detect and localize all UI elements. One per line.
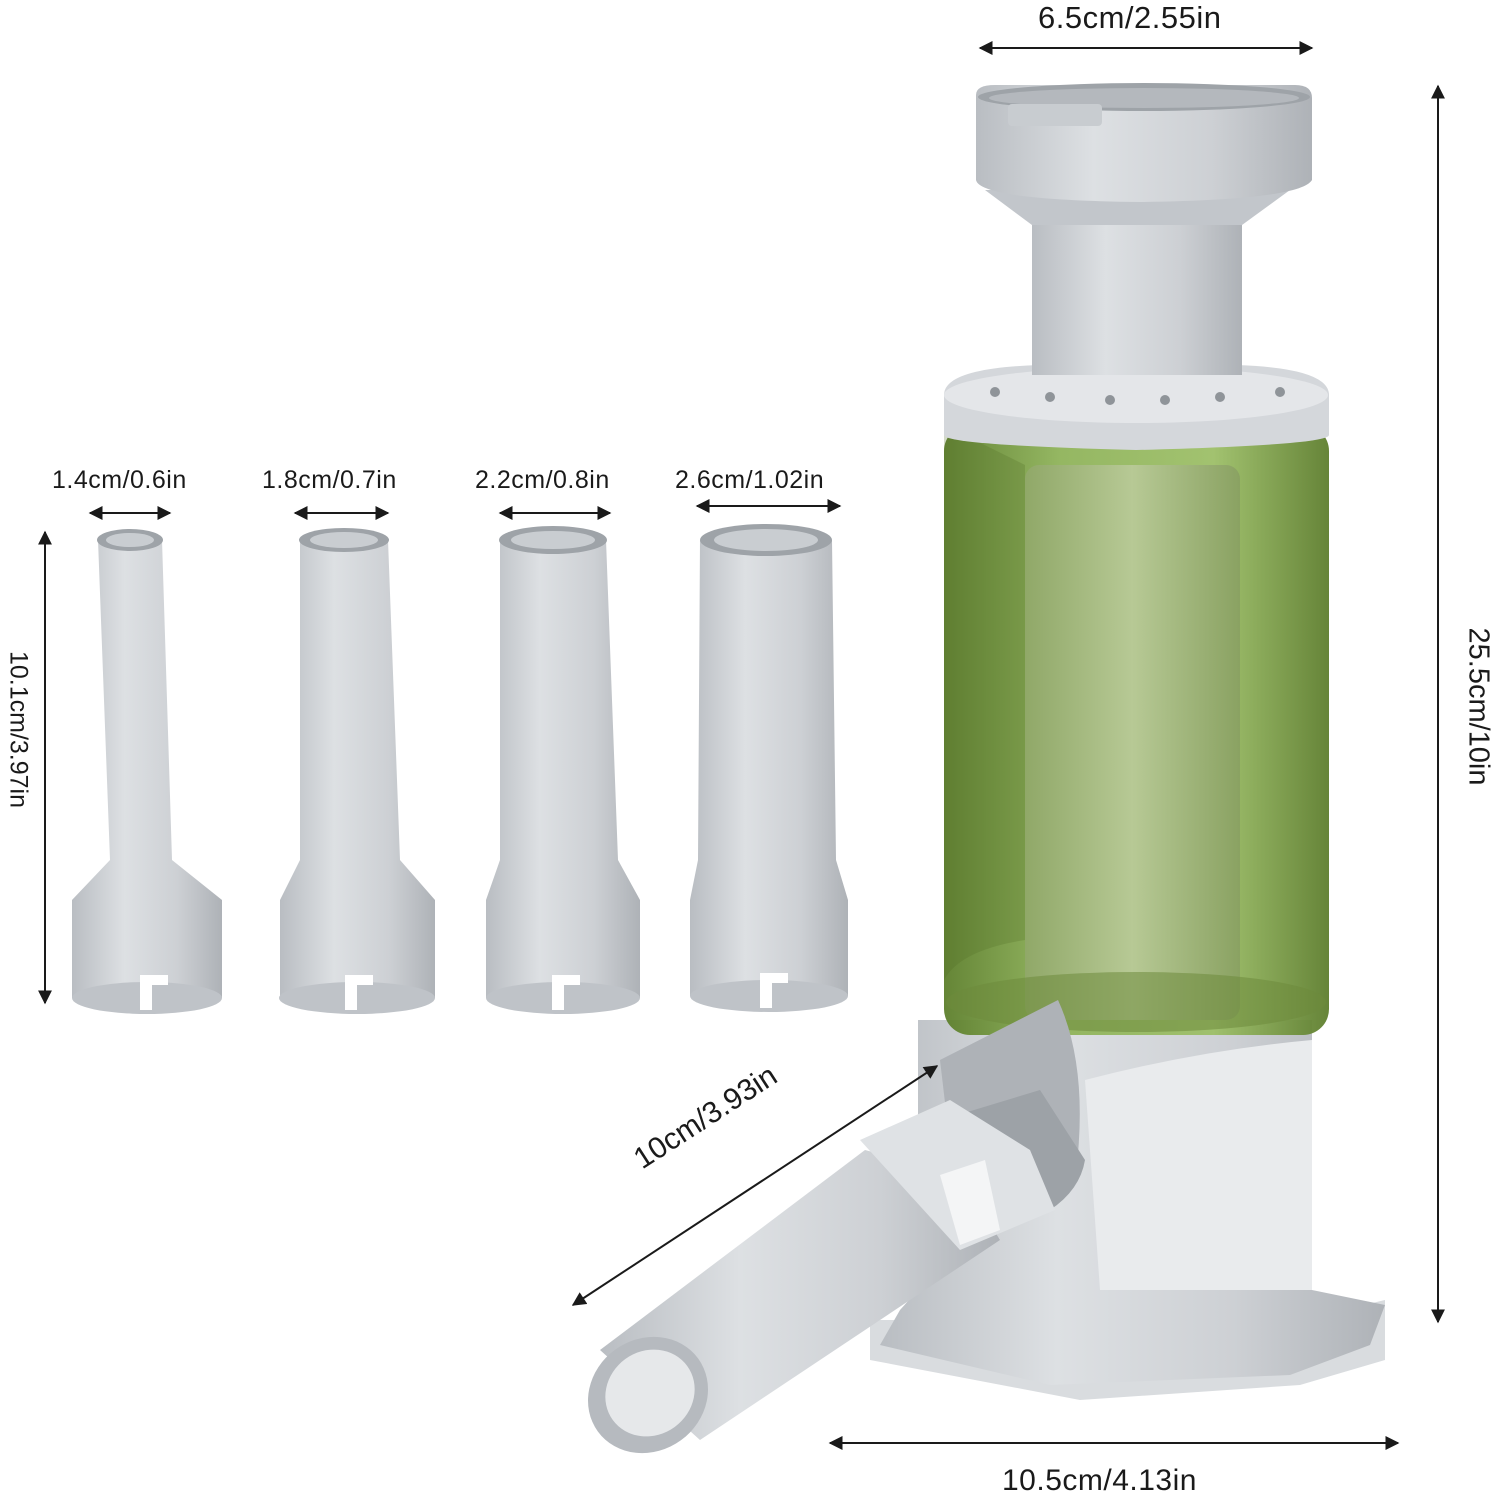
top-width-label: 6.5cm/2.55in (1038, 0, 1222, 35)
nozzle-1-diameter-label: 1.4cm/0.6in (52, 466, 187, 494)
nozzle-4-diameter-label: 2.6cm/1.02in (675, 466, 825, 494)
nozzle-3 (486, 526, 640, 1014)
nozzle-4 (690, 524, 848, 1012)
spout-length-line (571, 1065, 939, 1306)
nozzle-1 (72, 529, 222, 1014)
nozzle-2 (279, 528, 435, 1014)
base-width-label: 10.5cm/4.13in (1002, 1464, 1197, 1497)
dimension-lines (38, 41, 1445, 1450)
dispenser-body (588, 83, 1385, 1454)
nozzle-height-label: 10.1cm/3.97in (4, 650, 33, 809)
nozzle-3-diameter-label: 2.2cm/0.8in (475, 466, 610, 494)
total-height-label: 25.5cm/10in (1462, 627, 1493, 786)
nozzle-2-diameter-label: 1.8cm/0.7in (262, 466, 397, 494)
